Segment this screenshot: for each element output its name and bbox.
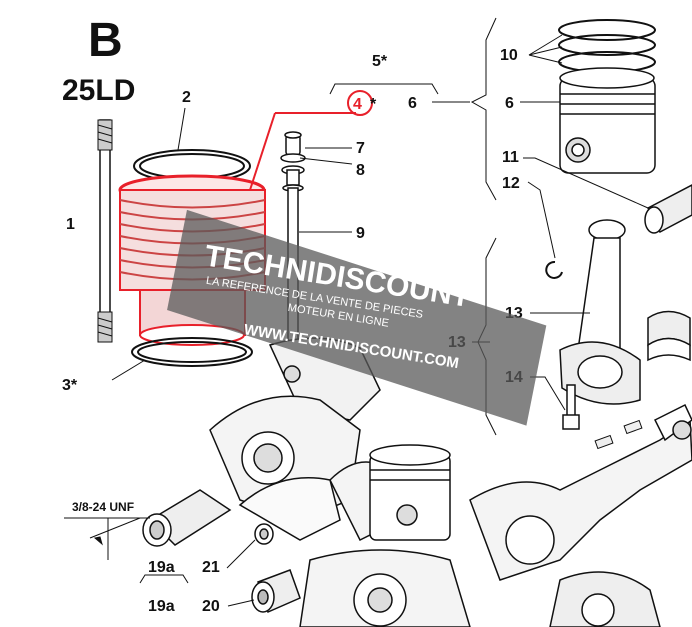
callout-19a-bottom: 19a	[148, 598, 175, 615]
callout-6-right: 6	[505, 95, 514, 112]
highlight-leader	[249, 90, 373, 191]
callout-20: 20	[202, 598, 220, 615]
circlip	[545, 260, 563, 279]
callout-12: 12	[502, 175, 520, 192]
callout-2: 2	[182, 89, 191, 106]
callout-19a-top: 19a	[148, 559, 175, 576]
callout-6-left: 6	[408, 95, 417, 112]
piston	[559, 67, 656, 174]
crank-keys	[594, 419, 643, 450]
callout-3: 3*	[62, 377, 78, 394]
callout-7: 7	[356, 140, 365, 157]
piston-lower	[369, 444, 451, 541]
section-letter: B	[88, 14, 123, 67]
crankshaft	[469, 403, 692, 627]
callout-4: 4	[353, 96, 362, 113]
callout-9: 9	[356, 225, 365, 242]
piston-pin	[644, 184, 692, 234]
piston-rings	[558, 19, 656, 73]
base-gasket	[131, 337, 253, 367]
callout-5: 5*	[372, 53, 388, 70]
engine-model: 25LD	[62, 74, 135, 107]
small-bush	[254, 523, 274, 545]
rod-bolt	[562, 384, 580, 430]
callout-11: 11	[502, 149, 519, 166]
callout-8: 8	[356, 162, 365, 179]
stud-bolt	[97, 119, 113, 343]
callout-10: 10	[500, 47, 518, 64]
bearing-shells	[647, 310, 691, 362]
callout-21: 21	[202, 559, 220, 576]
callout-4-asterisk: *	[370, 96, 377, 113]
connecting-rod	[559, 219, 641, 405]
large-bush	[251, 569, 301, 614]
thread-spec-label: 3/8-24 UNF	[72, 500, 134, 514]
callout-1: 1	[66, 216, 75, 233]
